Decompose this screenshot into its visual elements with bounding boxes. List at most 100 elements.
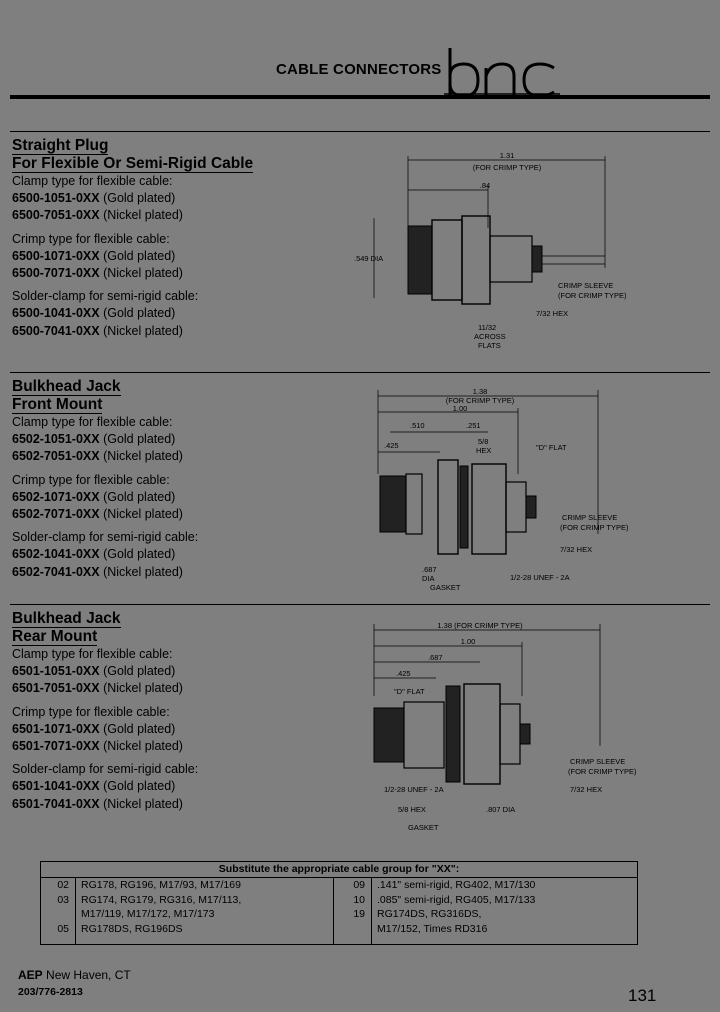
spec-list: Clamp type for flexible cable: 6500-1051… [12, 173, 253, 340]
group-label: Clamp type for flexible cable: [12, 415, 173, 429]
section-divider [10, 604, 710, 605]
section-title: Straight Plug [12, 137, 109, 155]
label-flat: "D" FLAT [394, 687, 425, 696]
part-row: 6501-7071-0XX (Nickel plated) [12, 739, 183, 754]
part-row: 6501-1071-0XX (Gold plated) [12, 721, 176, 736]
table-cell [41, 907, 69, 922]
label-gasket: GASKET [430, 583, 461, 592]
table-codes-right: 09 10 19 [337, 878, 365, 936]
part-row: 6501-7041-0XX (Nickel plated) [12, 796, 183, 811]
part-row: 6500-7041-0XX (Nickel plated) [12, 323, 183, 338]
group-label: Solder-clamp for semi-rigid cable: [12, 762, 199, 777]
table-cables-right: .141" semi-rigid, RG402, M17/130 .085" s… [377, 878, 535, 936]
table-cell: 02 [57, 879, 69, 891]
column-divider [333, 878, 334, 944]
dim-body: 1.00 [453, 404, 468, 413]
section-subtitle: Rear Mount [12, 628, 98, 646]
section-bulkhead-front: Bulkhead Jack Front Mount Clamp type for… [12, 378, 198, 581]
label-crimp-sleeve: CRIMP SLEEVE [562, 513, 617, 522]
label-hex: 7/32 HEX [560, 545, 592, 554]
footer-company: AEP New Haven, CT [18, 968, 131, 982]
label-hexnut-2: HEX [476, 446, 491, 455]
part-row: 6501-1041-0XX (Gold plated) [12, 779, 176, 794]
label-flat: "D" FLAT [536, 443, 567, 452]
header-rule [10, 95, 710, 99]
cable-group-table: Substitute the appropriate cable group f… [40, 861, 638, 945]
label-flats-2: ACROSS [474, 332, 506, 341]
section-divider [10, 131, 710, 132]
bulkhead-front-drawing: 1.38 (FOR CRIMP TYPE) 1.00 .510 .251 .42… [377, 387, 629, 592]
table-cell: .085" semi-rigid, RG405, M17/133 [377, 893, 536, 906]
dim-body: 1.00 [461, 637, 476, 646]
bulkhead-rear-drawing: 1.38 (FOR CRIMP TYPE) 1.00 .687 .425 "D"… [373, 621, 637, 832]
group-label: Crimp type for flexible cable: [12, 231, 170, 246]
group-label: Solder-clamp for semi-rigid cable: [12, 289, 199, 304]
dim-overall-note: (FOR CRIMP TYPE) [446, 396, 515, 405]
section-straight-plug: Straight Plug For Flexible Or Semi-Rigid… [12, 137, 254, 340]
part-row: 6502-7051-0XX (Nickel plated) [12, 449, 183, 464]
section-title: Bulkhead Jack [12, 610, 121, 628]
table-cell: 19 [353, 908, 365, 920]
dim-body: .84 [480, 181, 490, 190]
table-cell: 05 [57, 922, 69, 935]
label-dia-1: .687 [422, 565, 437, 574]
label-hex: 7/32 HEX [536, 309, 568, 318]
bnc-logo [444, 46, 560, 107]
label-crimp-sleeve-note: (FOR CRIMP TYPE) [568, 767, 637, 776]
dim-overall-note: (FOR CRIMP TYPE) [473, 163, 542, 172]
label-gasket: GASKET [408, 823, 439, 832]
dim-a: .510 [410, 421, 425, 430]
table-cell: RG178DS, RG196DS [81, 922, 183, 935]
group-label: Clamp type for flexible cable: [12, 174, 173, 188]
dim-a: .687 [428, 653, 443, 662]
table-cell: RG174DS, RG316DS, [377, 908, 482, 920]
dim-overall: 1.38 (FOR CRIMP TYPE) [437, 621, 523, 630]
part-row: 6502-1051-0XX (Gold plated) [12, 432, 176, 447]
page-number: 131 [628, 986, 657, 1005]
dim-overall: 1.38 [473, 387, 488, 396]
label-hexnut: 5/8 HEX [398, 805, 426, 814]
label-thread: 1/2-28 UNEF - 2A [510, 573, 570, 582]
dim-c: .425 [384, 441, 399, 450]
header-title: CABLE CONNECTORS [276, 61, 442, 78]
section-subtitle: For Flexible Or Semi-Rigid Cable [12, 155, 254, 173]
group-label: Crimp type for flexible cable: [12, 704, 170, 719]
spec-list: Clamp type for flexible cable: 6501-1051… [12, 646, 198, 813]
dim-b: .251 [466, 421, 481, 430]
label-crimp-sleeve-note: (FOR CRIMP TYPE) [560, 523, 629, 532]
label-crimp-sleeve: CRIMP SLEEVE [570, 757, 625, 766]
table-cell: M17/152, Times RD316 [377, 922, 488, 935]
part-row: 6501-7051-0XX (Nickel plated) [12, 681, 183, 696]
label-hex: 7/32 HEX [570, 785, 602, 794]
label-dia: .807 DIA [486, 805, 515, 814]
table-cell: RG174, RG179, RG316, M17/113, [81, 893, 242, 906]
table-cell [337, 922, 365, 937]
column-divider [371, 878, 372, 944]
label-thread: 1/2-28 UNEF - 2A [384, 785, 444, 794]
label-flats-3: FLATS [478, 341, 501, 350]
part-row: 6500-1051-0XX (Gold plated) [12, 191, 176, 206]
part-row: 6502-1071-0XX (Gold plated) [12, 489, 176, 504]
label-flats-1: 11/32 [478, 323, 496, 332]
group-label: Clamp type for flexible cable: [12, 647, 173, 661]
part-row: 6502-7071-0XX (Nickel plated) [12, 507, 183, 522]
part-row: 6501-1051-0XX (Gold plated) [12, 664, 176, 679]
table-heading: Substitute the appropriate cable group f… [41, 862, 637, 878]
part-row: 6500-1071-0XX (Gold plated) [12, 248, 176, 263]
section-title: Bulkhead Jack [12, 378, 121, 396]
dim-overall: 1.31 [500, 151, 515, 160]
part-row: 6500-7071-0XX (Nickel plated) [12, 266, 183, 281]
straight-plug-drawing: 1.31 (FOR CRIMP TYPE) .84 .549 DIA CRIMP… [354, 151, 627, 350]
label-hexnut-1: 5/8 [478, 437, 488, 446]
section-subtitle: Front Mount [12, 396, 103, 414]
column-divider [75, 878, 76, 944]
table-codes-left: 02 03 05 [41, 878, 69, 936]
label-crimp-sleeve: CRIMP SLEEVE [558, 281, 613, 290]
section-divider [10, 372, 710, 373]
table-cell: 10 [353, 893, 365, 906]
table-cell: 09 [353, 879, 365, 891]
part-row: 6502-7041-0XX (Nickel plated) [12, 564, 183, 579]
table-cell: 03 [57, 893, 69, 906]
table-cell: .141" semi-rigid, RG402, M17/130 [377, 879, 536, 891]
label-dia-2: DIA [422, 574, 435, 583]
